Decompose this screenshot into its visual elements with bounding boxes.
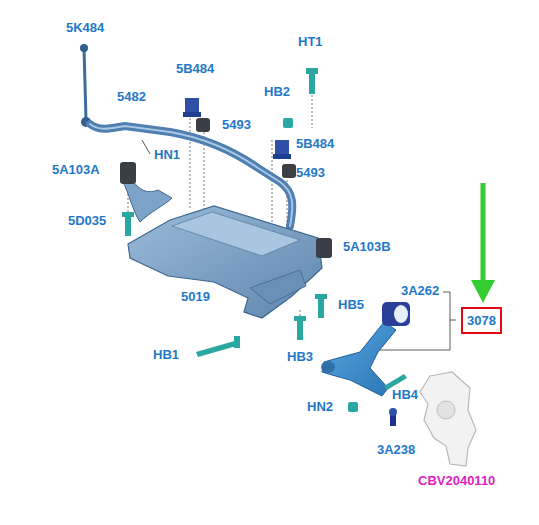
bar-bushing	[196, 118, 296, 178]
callout-number: 5D035	[68, 213, 106, 228]
callout-number: 5A103B	[343, 239, 391, 254]
callout-number: HN1	[154, 147, 180, 162]
steering-knuckle	[420, 372, 476, 466]
callout-number: 5B484	[176, 61, 214, 76]
stabilizer-bar	[90, 124, 292, 226]
leader-lines	[142, 140, 456, 350]
bar-bracket	[183, 98, 291, 159]
control-arm	[321, 322, 396, 396]
callout-number: 5493	[296, 165, 325, 180]
callout-number: HB5	[338, 297, 364, 312]
callout-number: CBV2040110	[418, 473, 495, 488]
subframe-bushing	[120, 162, 332, 258]
callout-number: 5493	[222, 117, 251, 132]
callout-number: 5A103A	[52, 162, 100, 177]
callout-number: 3078	[467, 313, 496, 328]
pointer-arrow	[471, 183, 495, 303]
callout-number: 5B484	[296, 136, 334, 151]
part-number-box: 3078	[461, 307, 502, 334]
bolt	[122, 212, 327, 357]
callout-number: 5019	[181, 289, 210, 304]
callout-number: HB2	[264, 84, 290, 99]
callout-number: HN2	[307, 399, 333, 414]
callout-number: 5482	[117, 89, 146, 104]
subframe	[122, 178, 322, 318]
callout-number: 5K484	[66, 20, 104, 35]
callout-number: 3A238	[377, 442, 415, 457]
callout-number: HB1	[153, 347, 179, 362]
arm-bushing	[382, 302, 410, 326]
callout-number: HT1	[298, 34, 323, 49]
stabilizer-link	[80, 44, 91, 127]
callout-number: 3A262	[401, 283, 439, 298]
callout-number: HB4	[392, 387, 418, 402]
callout-number: HB3	[287, 349, 313, 364]
